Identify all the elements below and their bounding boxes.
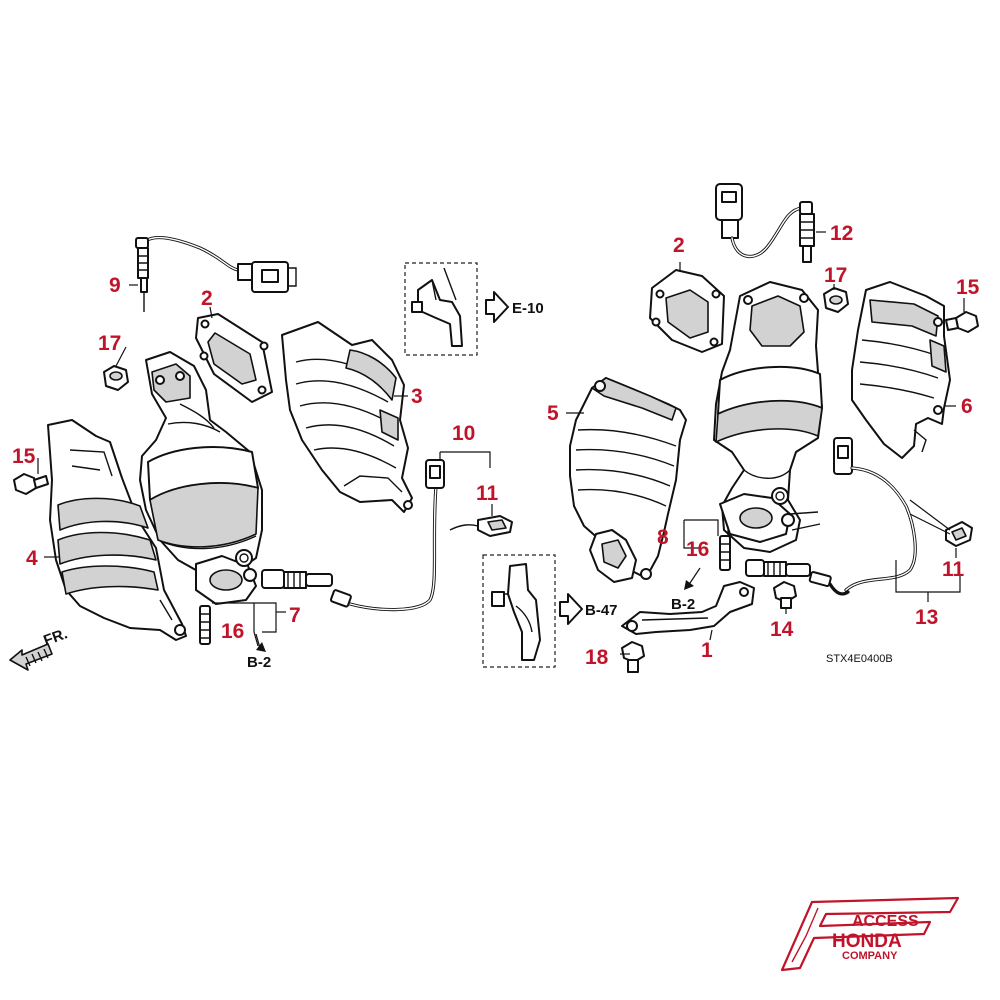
stud-bolts-left[interactable] xyxy=(199,605,211,645)
callout-2a: 2 xyxy=(201,287,213,310)
secondary-oxygen-sensor-front[interactable] xyxy=(261,459,445,612)
callout-11a: 11 xyxy=(476,482,499,505)
ref-b2-left: B-2 xyxy=(247,654,271,671)
flange-bolt-right[interactable] xyxy=(945,311,979,333)
ref-arrow-e10 xyxy=(485,291,509,323)
flange-bolt-left[interactable] xyxy=(13,473,49,495)
callout-17b: 17 xyxy=(824,264,847,287)
callout-6: 6 xyxy=(961,395,973,418)
exhaust-gasket-right[interactable] xyxy=(649,269,725,353)
callout-11b: 11 xyxy=(942,558,965,581)
harness-clip-right[interactable] xyxy=(945,521,973,547)
callout-7: 7 xyxy=(289,604,301,627)
harness-clip-left[interactable] xyxy=(449,515,513,537)
logo-line-honda: HONDA xyxy=(832,931,902,952)
callout-10: 10 xyxy=(452,422,475,445)
callout-1: 1 xyxy=(701,639,713,662)
upper-heat-shield-front[interactable] xyxy=(281,321,413,513)
ref-b2-right: B-2 xyxy=(671,596,695,613)
callout-15a: 15 xyxy=(12,445,36,468)
callout-12: 12 xyxy=(830,222,853,245)
catalytic-converter-rear[interactable] xyxy=(713,281,823,553)
callout-9: 9 xyxy=(109,274,121,297)
callout-2b: 2 xyxy=(673,234,685,257)
callout-4: 4 xyxy=(26,547,38,570)
flange-nut-right[interactable] xyxy=(823,287,849,313)
oxygen-sensor-rear[interactable] xyxy=(715,183,815,263)
leader-lines-right xyxy=(566,231,965,655)
bracket-mount-bolt[interactable] xyxy=(773,581,797,609)
callout-labels: 1 2 2 3 4 5 6 7 8 9 10 11 11 12 13 14 15… xyxy=(12,222,980,669)
front-label: FR. xyxy=(41,625,70,649)
catalytic-converter-front[interactable] xyxy=(139,351,263,605)
ref-arrow-b47 xyxy=(559,593,583,625)
logo-line-company: COMPANY xyxy=(842,950,898,962)
callout-14: 14 xyxy=(770,618,794,641)
ref-e10: E-10 xyxy=(512,300,544,317)
ref-arrow-b2-left xyxy=(255,633,266,652)
callout-5: 5 xyxy=(547,402,559,425)
diagram-code: STX4E0400B xyxy=(826,653,893,665)
callout-13: 13 xyxy=(915,606,938,629)
oxygen-sensor-front[interactable] xyxy=(135,236,297,312)
callout-15b: 15 xyxy=(956,276,980,299)
bracket-bolt[interactable] xyxy=(621,641,645,673)
stud-bolts-right[interactable] xyxy=(719,535,731,571)
detail-inset-e10 xyxy=(404,262,478,356)
logo-line-access: ACCESS xyxy=(852,913,919,930)
flange-nut-left[interactable] xyxy=(103,365,129,391)
callout-18: 18 xyxy=(585,646,609,669)
leader-lines-left xyxy=(37,284,493,647)
callout-3: 3 xyxy=(411,385,423,408)
ref-arrow-b2-right xyxy=(684,567,701,590)
detail-inset-b47 xyxy=(482,554,556,668)
upper-heat-shield-rear[interactable] xyxy=(569,377,687,583)
callout-16b: 16 xyxy=(686,538,709,561)
exhaust-gasket-left[interactable] xyxy=(195,313,273,403)
front-direction-arrow xyxy=(9,643,53,671)
lower-heat-shield-rear[interactable] xyxy=(851,281,951,459)
lower-heat-shield-front[interactable] xyxy=(47,419,187,641)
callout-8: 8 xyxy=(657,526,669,549)
callout-17a: 17 xyxy=(98,332,121,355)
access-honda-logo: ACCESS HONDA COMPANY xyxy=(780,896,960,972)
secondary-oxygen-sensor-rear[interactable] xyxy=(745,437,917,596)
honda-f-wing-icon xyxy=(780,896,960,972)
callout-16a: 16 xyxy=(221,620,244,643)
ref-b47: B-47 xyxy=(585,602,618,619)
converter-bracket[interactable] xyxy=(621,581,755,635)
